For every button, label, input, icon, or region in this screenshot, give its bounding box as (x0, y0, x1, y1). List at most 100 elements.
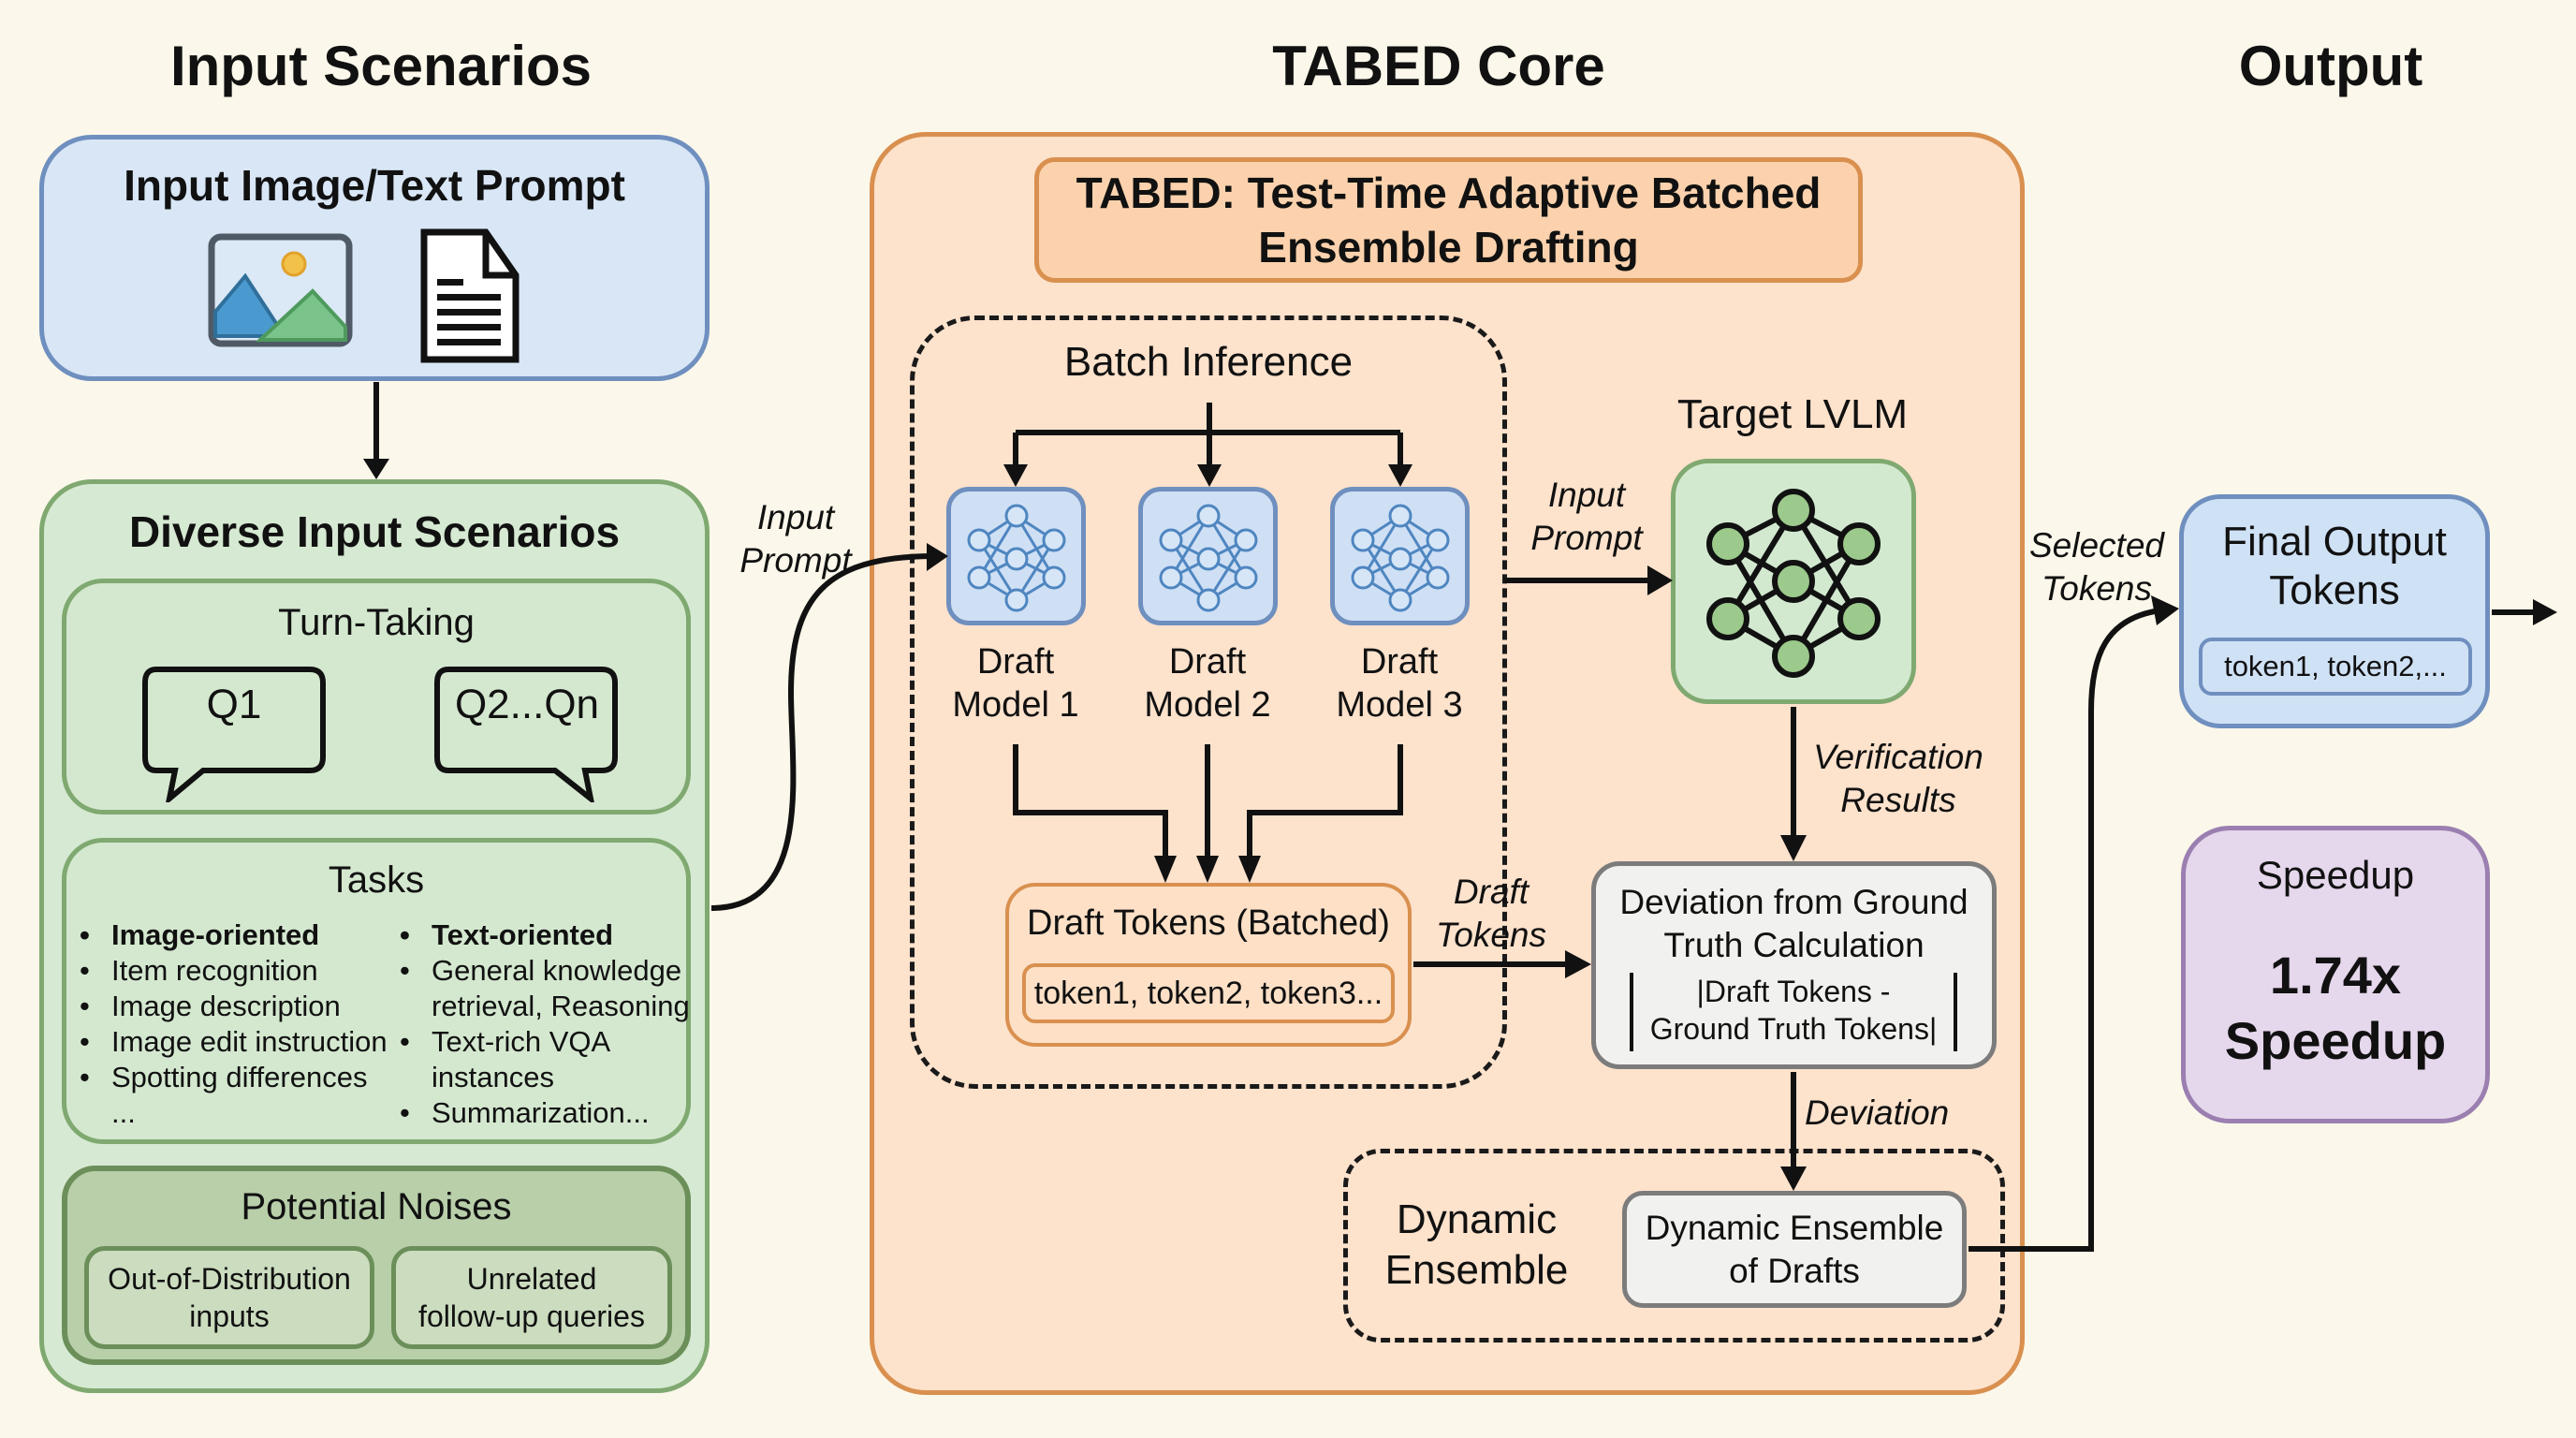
network-node (1426, 528, 1450, 552)
edge-label-input-prompt-target: Input Prompt (1512, 474, 1661, 560)
draft-model-1-line2: Model 1 (952, 685, 1079, 725)
network-edge (1207, 539, 1248, 601)
network-node (1004, 588, 1029, 612)
speech-bubble-qn (434, 667, 618, 802)
task-item: Spotting differences (74, 1060, 392, 1095)
deviation-title: Deviation from Ground Truth Calculation (1596, 881, 1992, 967)
task-item: Image edit instruction (74, 1024, 392, 1060)
task-item: Text-oriented (394, 917, 703, 953)
draft-model-2-label: Draft Model 2 (1114, 640, 1301, 726)
noise-unrelated-line2: follow-up queries (418, 1299, 645, 1333)
dynamic-ensemble-box-line2: of Drafts (1729, 1251, 1860, 1290)
network-node (1159, 528, 1183, 552)
draft-model-1-line1: Draft (976, 642, 1055, 682)
tabed-title-box: TABED: Test-Time Adaptive Batched Ensemb… (1034, 157, 1863, 283)
noise-ood-line2: inputs (189, 1299, 270, 1333)
network-node (1351, 528, 1375, 552)
speedup-value-block: 1.74x Speedup (2186, 943, 2485, 1074)
speech-bubble-q1 (142, 667, 326, 802)
task-item: instances (432, 1061, 554, 1093)
diverse-title: Diverse Input Scenarios (128, 507, 621, 556)
draft-tokens-batched-box: Draft Tokens (Batched) token1, token2, t… (1005, 883, 1412, 1047)
network-edge (1169, 539, 1210, 601)
edge-label-draft-tokens-line2: Tokens (1436, 916, 1546, 954)
arrowhead-output-exit (2533, 599, 2557, 625)
edge-label-input-prompt-left: Input Prompt (721, 496, 871, 582)
network-edge (977, 539, 1018, 601)
network-node (1388, 504, 1412, 528)
network-node (967, 528, 991, 552)
speedup-value-label: Speedup (2224, 1011, 2447, 1070)
final-output-title-line1: Final Output (2222, 519, 2447, 565)
edge-label-selected-line1: Selected (2029, 526, 2164, 565)
network-edge (1015, 539, 1056, 601)
draft-tokens-list: token1, token2, token3... (1022, 963, 1395, 1023)
tabed-title-line1: TABED: Test-Time Adaptive Batched (1076, 169, 1822, 217)
task-item: Summarization... (394, 1095, 703, 1131)
dynamic-ensemble-label-line2: Ensemble (1384, 1247, 1569, 1293)
draft-tokens-title: Draft Tokens (Batched) (1027, 903, 1390, 943)
network-edge (1361, 515, 1402, 579)
target-neural-network-icon (1706, 489, 1881, 678)
edge-label-input-prompt-left-line2: Prompt (739, 541, 852, 580)
network-node (1042, 565, 1066, 590)
network-node (1042, 528, 1066, 552)
network-edge (1398, 515, 1440, 579)
network-edge (1398, 539, 1440, 601)
noises-title: Potential Noises (241, 1186, 512, 1227)
bubble-qn-label: Q2...Qn (454, 682, 600, 727)
edge-label-verification-line2: Results (1840, 781, 1956, 819)
input-prompt-title: Input Image/Text Prompt (124, 161, 625, 210)
bubble-q1-label: Q1 (206, 682, 262, 727)
dynamic-ensemble-of-drafts-box: Dynamic Ensemble of Drafts (1622, 1191, 1967, 1308)
draft-model-1 (946, 487, 1086, 625)
draft-model-3-line2: Model 3 (1336, 685, 1463, 725)
task-item: ... (111, 1096, 136, 1129)
network-node (1004, 504, 1029, 528)
turn-taking-title: Turn-Taking (278, 602, 475, 643)
dynamic-ensemble-label-line1: Dynamic (1396, 1196, 1558, 1242)
edge-label-verification-line1: Verification (1813, 738, 1983, 776)
network-node (1196, 504, 1221, 528)
edge-label-selected-line2: Tokens (2042, 569, 2152, 608)
task-item: Image-oriented (74, 917, 392, 953)
task-item: Image description (74, 989, 392, 1024)
target-lvlm-box (1671, 459, 1916, 704)
network-node (1234, 565, 1258, 590)
network-edge (1015, 515, 1056, 579)
draft-model-3 (1330, 487, 1470, 625)
image-icon (208, 233, 353, 347)
dynamic-ensemble-label: Dynamic Ensemble (1357, 1195, 1596, 1296)
draft-model-2 (1138, 487, 1278, 625)
speedup-box: Speedup 1.74x Speedup (2181, 826, 2490, 1123)
draft-model-2-line2: Model 2 (1144, 685, 1271, 725)
final-output-token-list: token1, token2,... (2199, 638, 2472, 696)
task-item: Text-rich VQA (394, 1024, 703, 1060)
deviation-title-line1: Deviation from Ground (1619, 883, 1969, 921)
deviation-formula: |Draft Tokens - Ground Truth Tokens| (1630, 973, 1957, 1051)
noise-unrelated-queries: Unrelated follow-up queries (391, 1246, 672, 1349)
network-edge (1207, 515, 1248, 579)
document-icon (420, 228, 520, 363)
final-output-title-line2: Tokens (2269, 567, 2400, 613)
final-output-title: Final Output Tokens (2184, 518, 2485, 615)
deviation-formula-line2: Ground Truth Tokens| (1649, 1012, 1938, 1046)
speedup-title: Speedup (2256, 853, 2415, 897)
deviation-title-line2: Truth Calculation (1663, 926, 1925, 964)
neural-network-icon (1351, 504, 1450, 612)
tasks-list-image-oriented: Image-orientedItem recognitionImage desc… (74, 917, 392, 1131)
tabed-title-line2: Ensemble Drafting (1258, 223, 1639, 271)
tasks-list-text-oriented: Text-orientedGeneral knowledgeretrieval,… (394, 917, 703, 1131)
draft-model-2-line1: Draft (1168, 642, 1247, 682)
heading-input-scenarios: Input Scenarios (169, 35, 593, 97)
task-item: Item recognition (74, 953, 392, 989)
batch-inference-title: Batch Inference (1063, 339, 1354, 385)
deviation-calculation-box: Deviation from Ground Truth Calculation … (1591, 861, 1997, 1069)
network-edge (1361, 539, 1402, 601)
potential-noises-panel: Potential Noises Out-of-Distribution inp… (62, 1166, 691, 1365)
noise-ood-inputs: Out-of-Distribution inputs (84, 1246, 374, 1349)
edge-label-verification-results: Verification Results (1795, 736, 2001, 822)
network-node (1196, 588, 1221, 612)
arrowhead-prompt-to-diverse (363, 459, 389, 479)
edge-label-input-prompt-target-line2: Prompt (1530, 519, 1643, 557)
